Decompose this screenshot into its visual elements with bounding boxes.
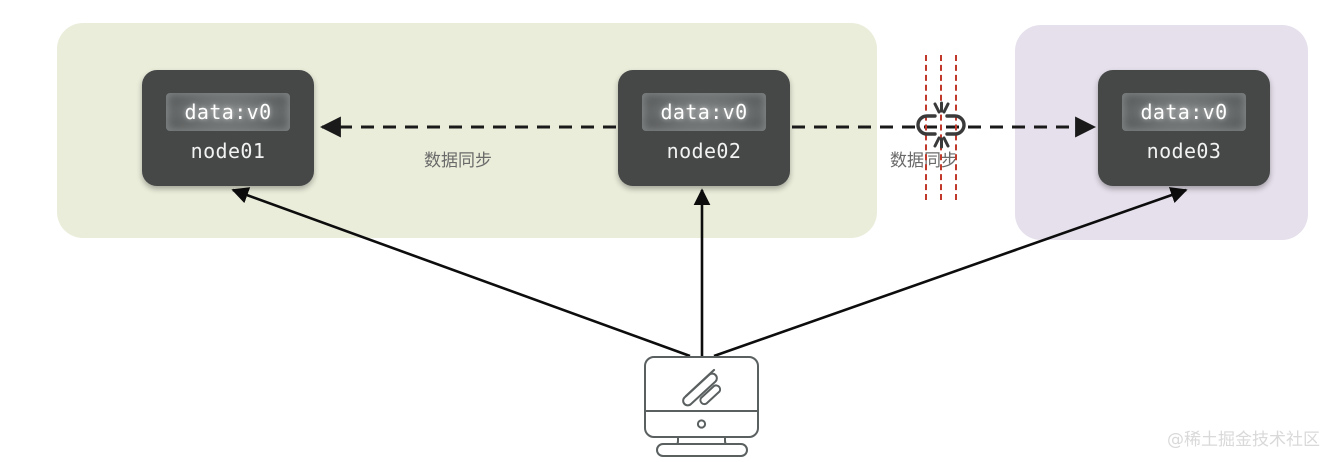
node03-label: node03: [1146, 139, 1222, 163]
node03-data-chip: data:v0: [1122, 93, 1246, 131]
node-box-node03[interactable]: data:v0 node03: [1098, 70, 1270, 186]
node01-data-version: data:v0: [184, 100, 272, 124]
link-label-node02-node01: 数据同步: [424, 151, 492, 171]
node02-data-version: data:v0: [660, 100, 748, 124]
node-box-node02[interactable]: data:v0 node02: [618, 70, 790, 186]
node01-data-chip: data:v0: [166, 93, 290, 131]
broken-chain-icon: [916, 101, 966, 149]
node03-data-version: data:v0: [1140, 100, 1228, 124]
node01-label: node01: [190, 139, 266, 163]
watermark: @稀土掘金技术社区: [1167, 430, 1320, 450]
node02-label: node02: [666, 139, 742, 163]
node-box-node01[interactable]: data:v0 node01: [142, 70, 314, 186]
node02-data-chip: data:v0: [642, 93, 766, 131]
desktop-monitor-icon[interactable]: [644, 356, 759, 457]
